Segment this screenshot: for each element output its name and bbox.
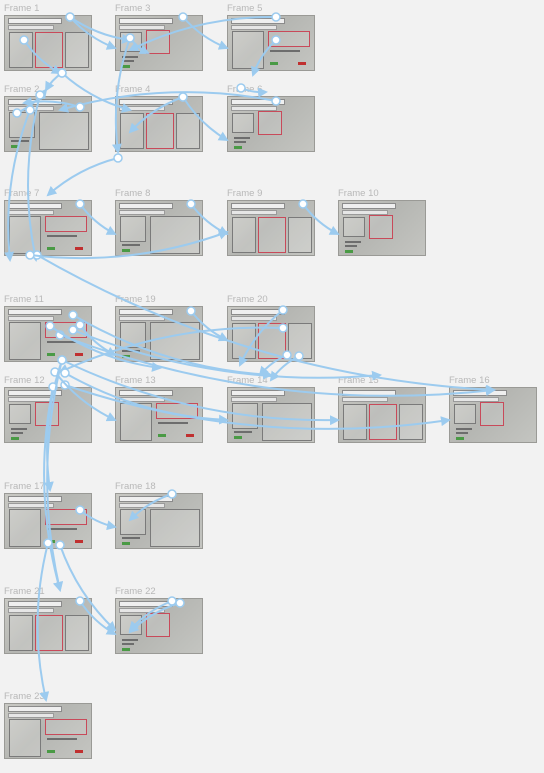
wireframe-thumbnail	[227, 306, 315, 362]
frame-label: Frame 15	[338, 375, 379, 386]
frame-card[interactable]: Frame 4	[115, 84, 203, 152]
wireframe-thumbnail	[227, 387, 315, 443]
wireframe-thumbnail	[115, 493, 203, 549]
frame-card[interactable]: Frame 23	[4, 691, 92, 759]
frame-label: Frame 3	[115, 3, 151, 14]
frame-label: Frame 13	[115, 375, 156, 386]
wireframe-thumbnail	[449, 387, 537, 443]
frame-label: Frame 10	[338, 188, 379, 199]
frame-label: Frame 16	[449, 375, 490, 386]
frame-card[interactable]: Frame 16	[449, 375, 537, 443]
frame-label: Frame 9	[227, 188, 263, 199]
frame-label: Frame 1	[4, 3, 40, 14]
frame-card[interactable]: Frame 21	[4, 586, 92, 654]
frame-label: Frame 7	[4, 188, 40, 199]
wireframe-thumbnail	[338, 200, 426, 256]
frame-card[interactable]: Frame 20	[227, 294, 315, 362]
frame-label: Frame 11	[4, 294, 44, 305]
frame-card[interactable]: Frame 8	[115, 188, 203, 256]
wireframe-thumbnail	[115, 387, 203, 443]
frame-card[interactable]: Frame 15	[338, 375, 426, 443]
frame-card[interactable]: Frame 1	[4, 3, 92, 71]
wireframe-thumbnail	[115, 306, 203, 362]
frame-label: Frame 23	[4, 691, 45, 702]
frame-label: Frame 20	[227, 294, 268, 305]
frame-label: Frame 2	[4, 84, 40, 95]
frame-card[interactable]: Frame 9	[227, 188, 315, 256]
frame-label: Frame 5	[227, 3, 263, 14]
frame-card[interactable]: Frame 5	[227, 3, 315, 71]
wireframe-thumbnail	[4, 493, 92, 549]
frame-card[interactable]: Frame 6	[227, 84, 315, 152]
frame-card[interactable]: Frame 3	[115, 3, 203, 71]
frame-label: Frame 12	[4, 375, 45, 386]
frame-label: Frame 6	[227, 84, 263, 95]
wireframe-thumbnail	[4, 15, 92, 71]
frame-label: Frame 14	[227, 375, 268, 386]
wireframe-thumbnail	[4, 703, 92, 759]
wireframe-thumbnail	[338, 387, 426, 443]
frame-label: Frame 4	[115, 84, 151, 95]
frame-label: Frame 8	[115, 188, 151, 199]
frame-card[interactable]: Frame 19	[115, 294, 203, 362]
frame-label: Frame 21	[4, 586, 45, 597]
frame-card[interactable]: Frame 13	[115, 375, 203, 443]
wireframe-thumbnail	[227, 96, 315, 152]
wireframe-thumbnail	[115, 200, 203, 256]
frame-card[interactable]: Frame 18	[115, 481, 203, 549]
frame-card[interactable]: Frame 10	[338, 188, 426, 256]
frame-card[interactable]: Frame 12	[4, 375, 92, 443]
link-hotspot-handle[interactable]	[113, 153, 123, 163]
frame-card[interactable]: Frame 17	[4, 481, 92, 549]
frame-label: Frame 22	[115, 586, 156, 597]
wireframe-thumbnail	[4, 598, 92, 654]
wireframe-thumbnail	[115, 598, 203, 654]
frame-label: Frame 17	[4, 481, 45, 492]
frame-label: Frame 19	[115, 294, 156, 305]
frame-card[interactable]: Frame 22	[115, 586, 203, 654]
wireframe-thumbnail	[115, 15, 203, 71]
wireframe-thumbnail	[4, 387, 92, 443]
wireframe-thumbnail	[227, 15, 315, 71]
frame-card[interactable]: Frame 14	[227, 375, 315, 443]
wireframe-thumbnail	[4, 200, 92, 256]
wireframe-thumbnail	[115, 96, 203, 152]
frame-label: Frame 18	[115, 481, 156, 492]
wireframe-thumbnail	[4, 96, 92, 152]
frame-card[interactable]: Frame 11	[4, 294, 92, 362]
wireframe-thumbnail	[227, 200, 315, 256]
frame-card[interactable]: Frame 7	[4, 188, 92, 256]
wireframe-thumbnail	[4, 306, 92, 362]
frame-card[interactable]: Frame 2	[4, 84, 92, 152]
